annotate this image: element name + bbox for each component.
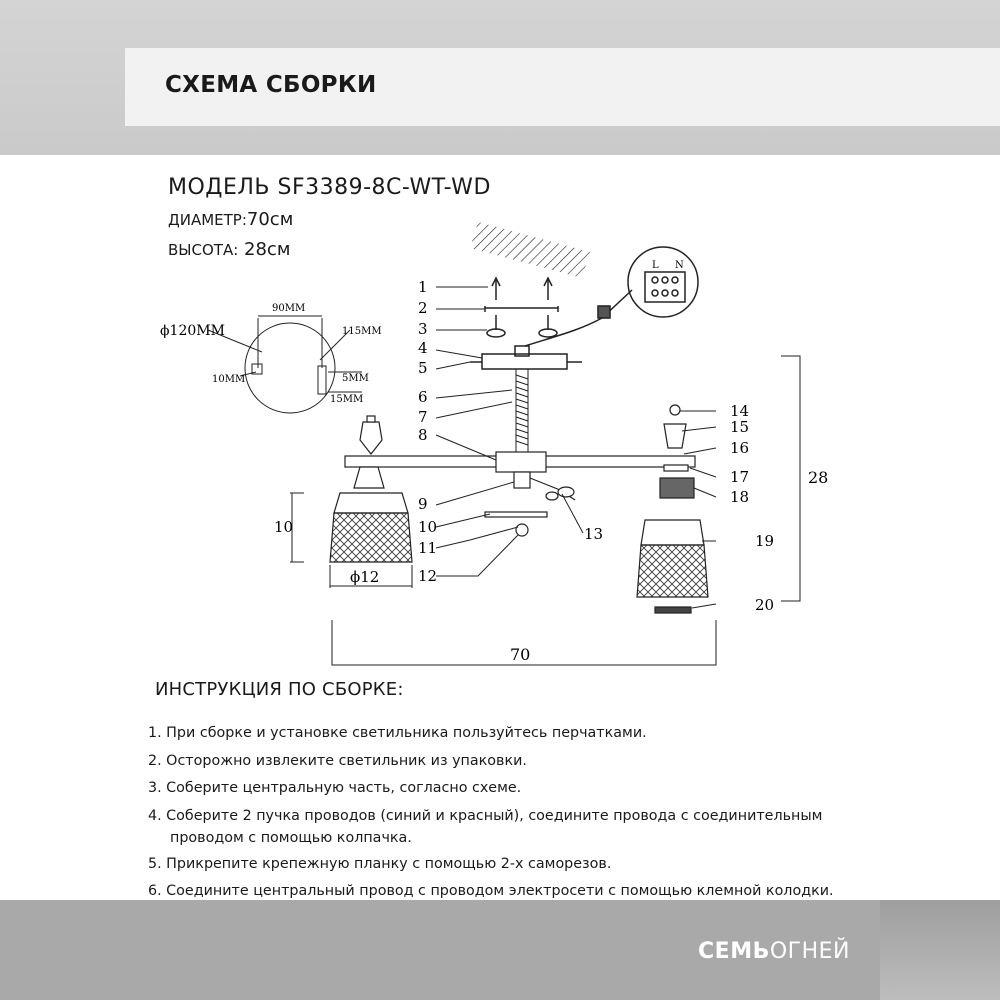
height-label: ВЫСОТА: <box>168 241 239 259</box>
part-label: 16 <box>730 439 749 457</box>
part-label: 12 <box>418 567 437 585</box>
plate-slot-label: 10MM <box>212 374 245 385</box>
model-name: МОДЕЛЬ SF3389-8C-WT-WD <box>168 175 491 200</box>
instruction-list: 1. При сборке и установке светильника по… <box>148 722 868 908</box>
central-rod <box>515 368 529 454</box>
plate-diameter-label: ϕ120MM <box>160 323 225 339</box>
brand-logo: СЕМЬОГНЕЙ <box>698 939 850 964</box>
part-label: 17 <box>730 468 749 486</box>
instruction-step: 1. При сборке и установке светильника по… <box>148 725 647 741</box>
part-label: 14 <box>730 402 749 420</box>
diameter-value: 70см <box>246 209 294 230</box>
diameter-label: ДИАМЕТР: <box>168 211 247 229</box>
width-dimension-label: 70 <box>510 645 530 664</box>
part-label: 2 <box>418 299 428 317</box>
height-spec: ВЫСОТА: 28см <box>168 239 290 260</box>
part-label: 8 <box>418 426 428 444</box>
page-title: СХЕМА СБОРКИ <box>165 72 377 98</box>
mounting-hardware <box>470 276 582 370</box>
part-label: 3 <box>418 320 428 338</box>
right-lamp <box>636 404 709 614</box>
callout-lines <box>435 286 717 609</box>
left-lamp <box>329 415 413 563</box>
dimension-lines <box>290 355 801 666</box>
header-band <box>125 48 1000 126</box>
terminal-block-zoom <box>524 246 699 347</box>
height-value: 28см <box>238 239 291 260</box>
part-label: 4 <box>418 339 428 357</box>
part-label: 20 <box>755 596 774 614</box>
instruction-step: 3. Соберите центральную часть, согласно … <box>148 780 522 796</box>
main-arm <box>344 451 696 537</box>
height-dimension-label: 28 <box>808 468 828 487</box>
terminal-n-label: N <box>675 260 684 271</box>
part-label: 9 <box>418 495 428 513</box>
terminal-l-label: L <box>652 260 659 271</box>
part-label: 7 <box>418 408 428 426</box>
instruction-step: 5. Прикрепите крепежную планку с помощью… <box>148 855 612 872</box>
part-label: 1 <box>418 278 428 296</box>
plate-screw-label: 5MM <box>342 373 369 384</box>
part-label: 10 <box>418 518 437 536</box>
ceiling-hatch <box>470 222 590 278</box>
part-label: 18 <box>730 488 749 506</box>
part-label: 19 <box>755 532 774 550</box>
instruction-step-continuation: проводом с помощью колпачка. <box>170 830 412 846</box>
instruction-step: 2. Осторожно извлеките светильник из упа… <box>148 752 527 769</box>
part-label: 11 <box>418 539 437 557</box>
instruction-step: 6. Соедините центральный провод с провод… <box>148 883 834 899</box>
mounting-plate-detail <box>207 315 362 414</box>
part-label: 6 <box>418 388 428 406</box>
bottom-band <box>0 900 880 1000</box>
assembly-diagram: ϕ120MM 90MM 115MM 10MM 5MM 15MM L N <box>160 222 828 666</box>
plate-width-label: 90MM <box>272 303 305 314</box>
instructions-title: ИНСТРУКЦИЯ ПО СБОРКЕ: <box>155 679 404 700</box>
shade-diameter-label: ϕ12 <box>350 568 379 586</box>
shade-height-label: 10 <box>274 518 293 536</box>
part-label: 5 <box>418 359 428 377</box>
diameter-spec: ДИАМЕТР:70см <box>168 209 293 230</box>
instruction-step: 4. Соберите 2 пучка проводов (синий и кр… <box>148 805 868 850</box>
part-numbers: 1 2 3 4 5 6 7 8 9 10 11 12 13 14 15 16 1… <box>418 278 774 614</box>
part-label: 15 <box>730 418 749 436</box>
plate-depth-label: 15MM <box>330 394 363 405</box>
part-label: 13 <box>584 525 603 543</box>
plate-hole-distance-label: 115MM <box>342 326 382 337</box>
